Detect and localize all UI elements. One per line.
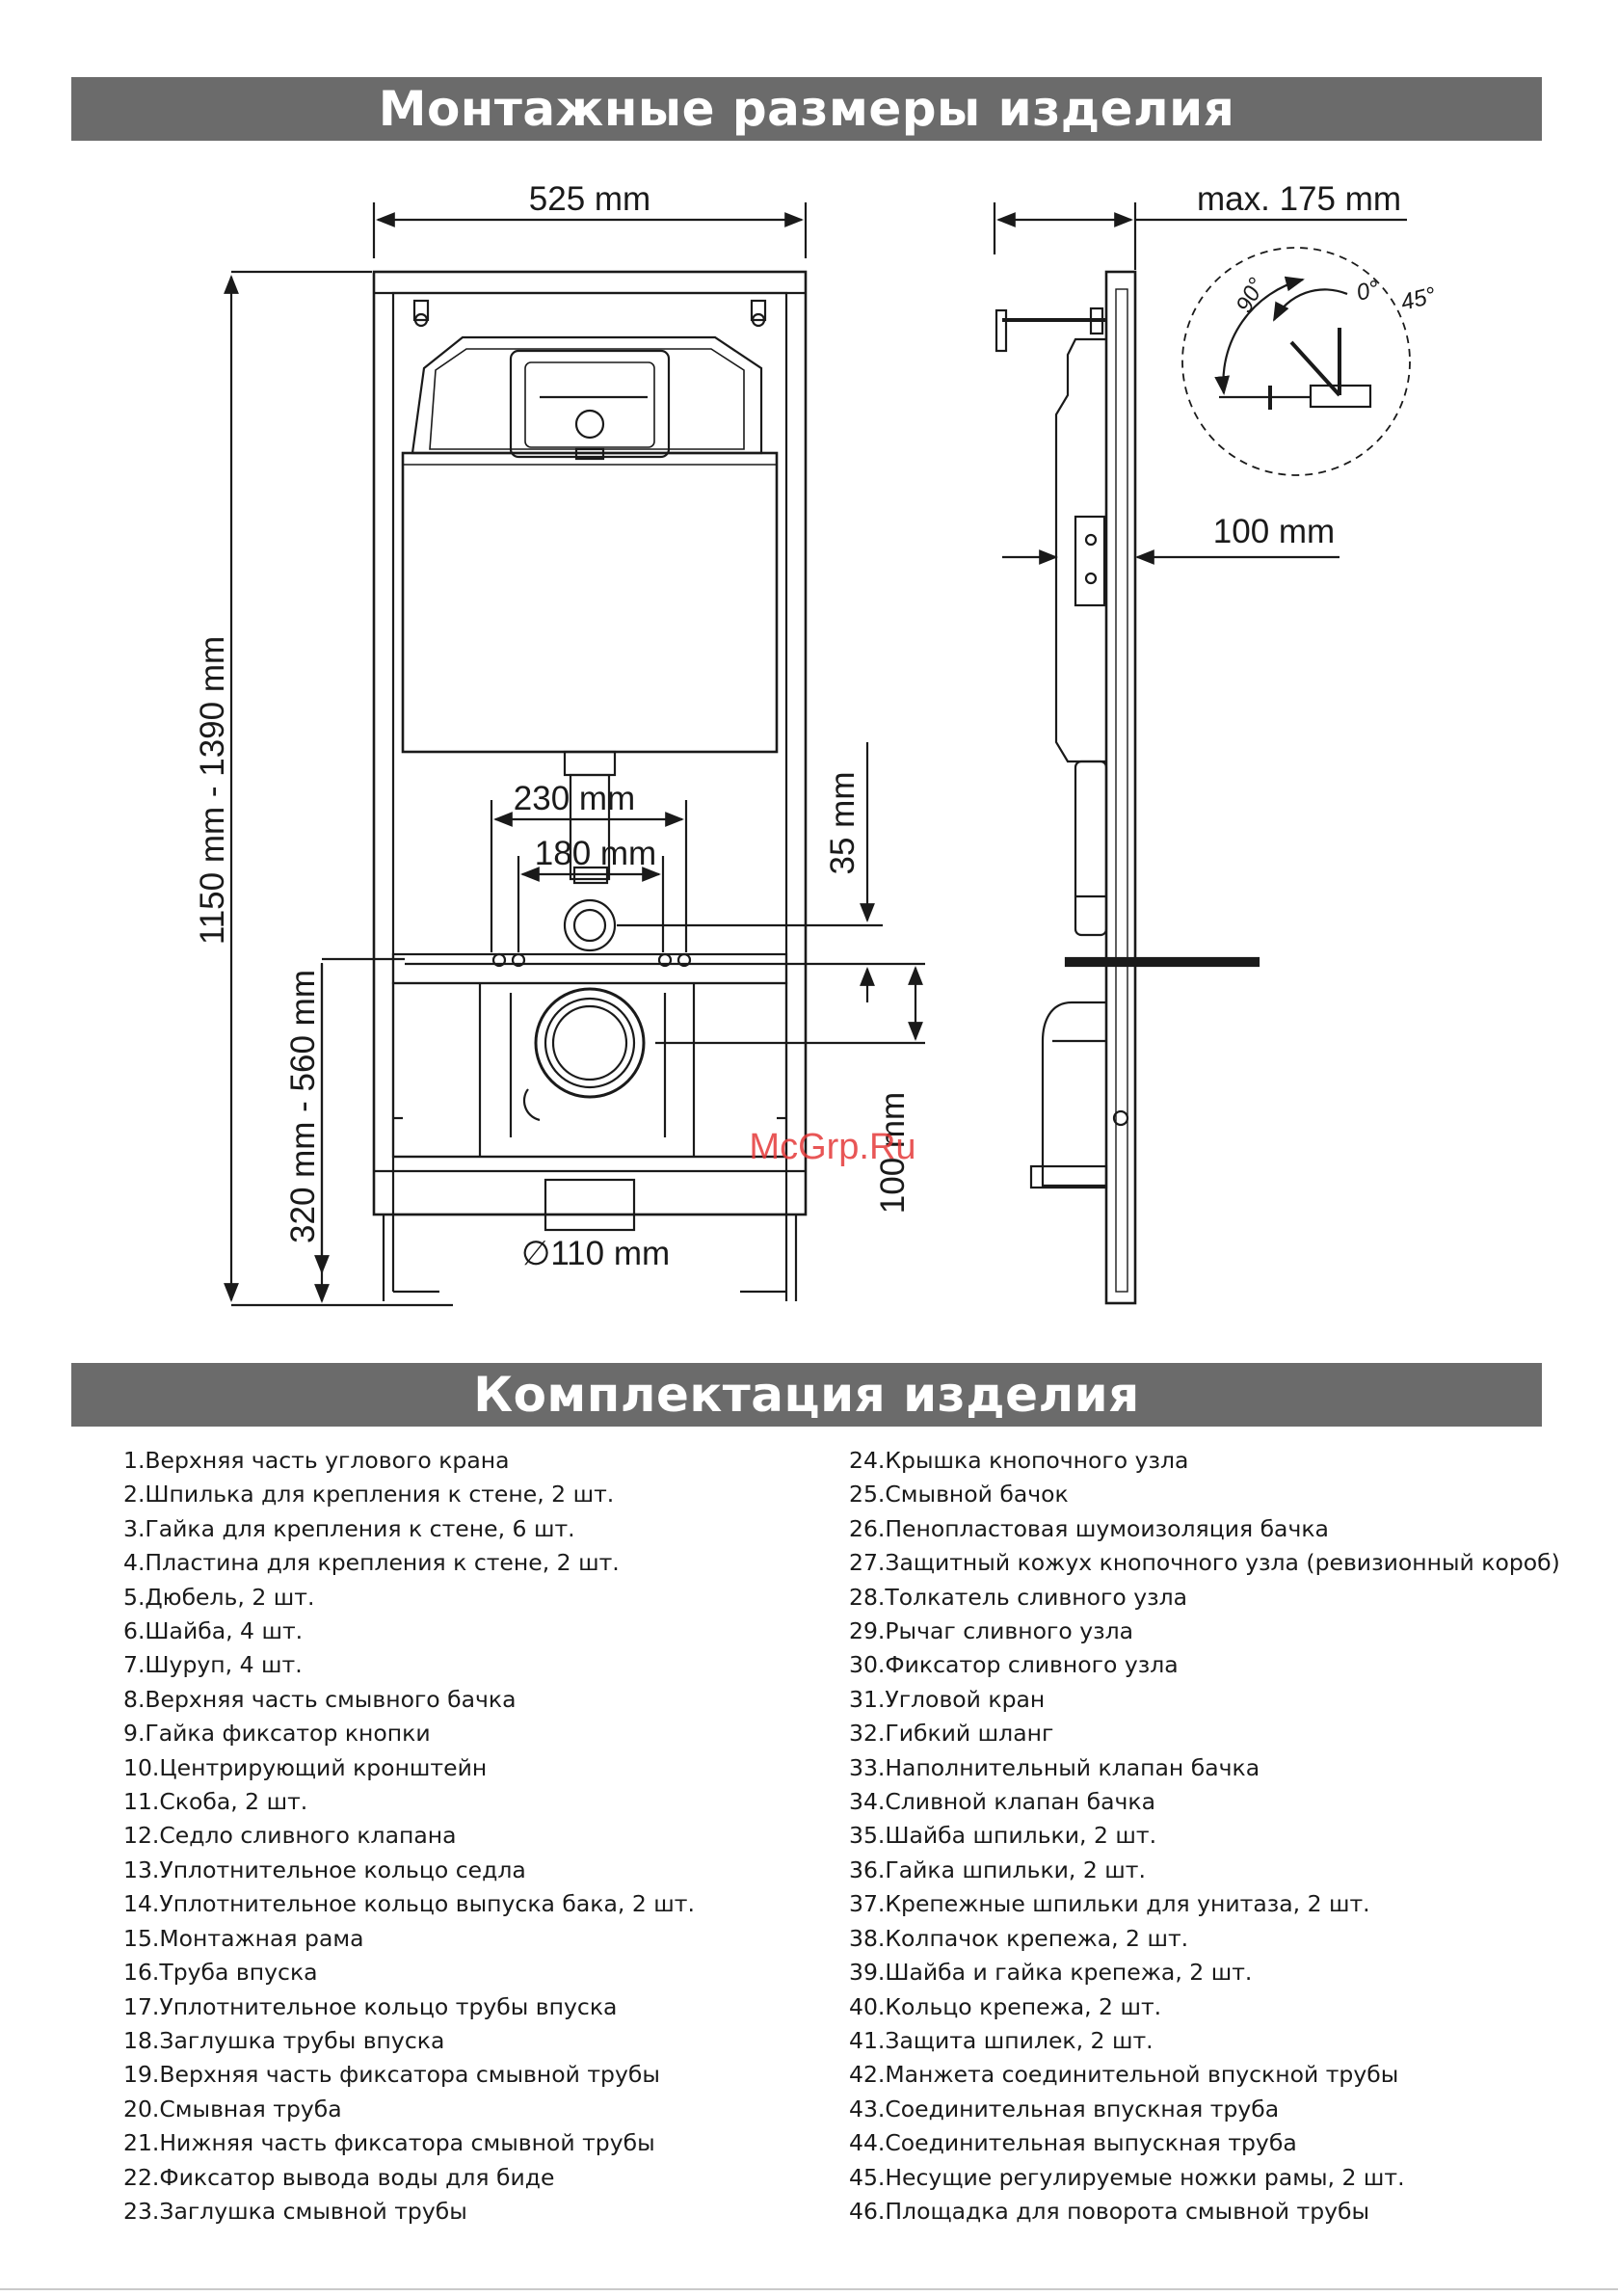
list-item: 25.Смывной бачок bbox=[849, 1481, 1069, 1508]
list-item: 44.Соединительная выпускная труба bbox=[849, 2129, 1297, 2157]
list-item: 10.Центрирующий кронштейн bbox=[123, 1753, 488, 1781]
list-item: 9.Гайка фиксатор кнопки bbox=[123, 1720, 431, 1748]
list-item: 28.Толкатель сливного узла bbox=[849, 1583, 1188, 1611]
depth-label: max. 175 mm bbox=[1197, 180, 1401, 218]
wall-depth-label: 100 mm bbox=[1213, 513, 1335, 550]
list-item: 26.Пенопластовая шумоизоляция бачка bbox=[849, 1514, 1329, 1542]
list-item: 32.Гибкий шланг bbox=[849, 1720, 1054, 1748]
list-item: 42.Манжета соединительной впускной трубы bbox=[849, 2061, 1399, 2089]
dimension-labels: 525 mm max. 175 mm 100 mm 230 mm 180 mm … bbox=[194, 180, 1439, 1272]
list-item: 13.Уплотнительное кольцо седла bbox=[123, 1855, 526, 1883]
list-item: 12.Седло сливного клапана bbox=[123, 1822, 457, 1850]
bolt-spacing-inner-label: 180 mm bbox=[535, 835, 656, 872]
list-item: 15.Монтажная рама bbox=[123, 1924, 364, 1952]
parts-list-left: 1.Верхняя часть углового крана 2.Шпилька … bbox=[123, 1444, 695, 2229]
installation-drawing: 525 mm max. 175 mm 100 mm 230 mm 180 mm … bbox=[194, 180, 1439, 1307]
list-item: 27.Защитный кожух кнопочного узла (ревиз… bbox=[849, 1549, 1560, 1577]
list-item: 4.Пластина для крепления к стене, 2 шт. bbox=[123, 1549, 620, 1577]
list-item: 23.Заглушка смывной трубы bbox=[123, 2197, 467, 2225]
outlet-offset-100-label: 100 mm bbox=[874, 1092, 912, 1214]
pipe-diameter-label: ∅110 mm bbox=[521, 1235, 670, 1272]
list-item: 3.Гайка для крепления к стене, 6 шт. bbox=[123, 1514, 575, 1542]
list-item: 24.Крышка кнопочного узла bbox=[849, 1447, 1189, 1474]
front-view bbox=[224, 202, 925, 1307]
list-item: 14.Уплотнительное кольцо выпуска бака, 2… bbox=[123, 1890, 695, 1918]
parts-list-right: 24.Крышка кнопочного узла 25.Смывной бачо… bbox=[849, 1444, 1560, 2229]
list-item: 22.Фиксатор вывода воды для биде bbox=[123, 2163, 555, 2191]
list-item: 17.Уплотнительное кольцо трубы впуска bbox=[123, 1992, 618, 2020]
list-item: 41.Защита шпилек, 2 шт. bbox=[849, 2026, 1154, 2054]
list-item: 7.Шуруп, 4 шт. bbox=[123, 1651, 303, 1679]
list-item: 45.Несущие регулируемые ножки рамы, 2 шт… bbox=[849, 2163, 1405, 2191]
list-item: 35.Шайба шпильки, 2 шт. bbox=[849, 1822, 1157, 1850]
list-item: 40.Кольцо крепежа, 2 шт. bbox=[849, 1992, 1162, 2020]
list-item: 38.Колпачок крепежа, 2 шт. bbox=[849, 1924, 1189, 1952]
list-item: 36.Гайка шпильки, 2 шт. bbox=[849, 1855, 1146, 1883]
list-item: 2.Шпилька для крепления к стене, 2 шт. bbox=[123, 1481, 615, 1508]
watermark: McGrp.Ru bbox=[749, 1127, 915, 1167]
height-label: 1150 mm - 1390 mm bbox=[194, 636, 231, 945]
angle-90-label: 90° bbox=[1231, 274, 1270, 317]
list-item: 46.Площадка для поворота смывной трубы bbox=[849, 2197, 1370, 2225]
list-item: 29.Рычаг сливного узла bbox=[849, 1617, 1134, 1645]
outlet-height-label: 320 mm - 560 mm bbox=[284, 970, 322, 1243]
list-item: 16.Труба впуска bbox=[123, 1959, 318, 1987]
footer-rule bbox=[0, 2288, 1618, 2290]
bolt-spacing-outer-label: 230 mm bbox=[514, 780, 635, 817]
list-item: 1.Верхняя часть углового крана bbox=[123, 1447, 510, 1474]
width-label: 525 mm bbox=[529, 180, 650, 218]
list-item: 18.Заглушка трубы впуска bbox=[123, 2026, 445, 2054]
angle-0-label: 0° bbox=[1354, 276, 1382, 307]
list-item: 19.Верхняя часть фиксатора смывной трубы bbox=[123, 2061, 660, 2089]
list-item: 37.Крепежные шпильки для унитаза, 2 шт. bbox=[849, 1890, 1370, 1918]
list-item: 21.Нижняя часть фиксатора смывной трубы bbox=[123, 2129, 655, 2157]
list-item: 20.Смывная труба bbox=[123, 2095, 342, 2122]
side-view bbox=[993, 202, 1411, 1305]
dimensions-heading: Монтажные размеры изделия bbox=[71, 77, 1542, 141]
list-item: 30.Фиксатор сливного узла bbox=[849, 1651, 1179, 1679]
list-item: 33.Наполнительный клапан бачка bbox=[849, 1753, 1260, 1781]
list-item: 8.Верхняя часть смывного бачка bbox=[123, 1685, 517, 1713]
offset-35-label: 35 mm bbox=[824, 772, 862, 875]
list-item: 31.Угловой кран bbox=[849, 1685, 1046, 1713]
list-item: 5.Дюбель, 2 шт. bbox=[123, 1583, 315, 1611]
list-item: 39.Шайба и гайка крепежа, 2 шт. bbox=[849, 1959, 1253, 1987]
angle-45-label: 45° bbox=[1398, 282, 1439, 316]
list-item: 6.Шайба, 4 шт. bbox=[123, 1617, 304, 1645]
list-item: 34.Сливной клапан бачка bbox=[849, 1788, 1155, 1816]
list-item: 11.Скоба, 2 шт. bbox=[123, 1788, 308, 1816]
contents-heading: Комплектация изделия bbox=[71, 1363, 1542, 1427]
list-item: 43.Соединительная впускная труба bbox=[849, 2095, 1280, 2122]
